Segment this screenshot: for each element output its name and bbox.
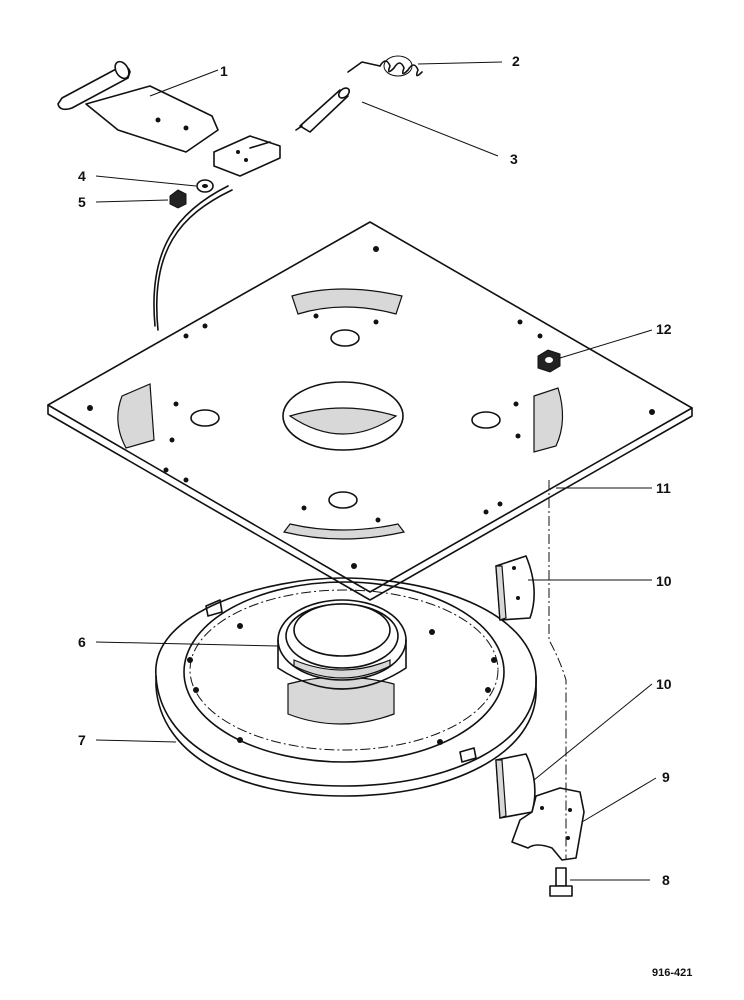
- part-12-nut: [537, 349, 561, 373]
- part-4-washer: [196, 179, 214, 193]
- drawing-number: 916-421: [652, 967, 692, 979]
- callout-1: 1: [220, 63, 228, 79]
- callout-10-lower: 10: [656, 676, 672, 692]
- callout-3: 3: [510, 151, 518, 167]
- part-8-bolt: [549, 867, 573, 897]
- callout-12: 12: [656, 321, 672, 337]
- callout-9: 9: [662, 769, 670, 785]
- callout-10-upper: 10: [656, 573, 672, 589]
- callout-8: 8: [662, 872, 670, 888]
- bracket: [213, 135, 281, 177]
- callout-4: 4: [78, 168, 86, 184]
- part-5-nut: [169, 189, 187, 209]
- part-1-t-handle-lever: [57, 60, 219, 153]
- part-6-collar-ring: [277, 599, 407, 690]
- callout-5: 5: [78, 194, 86, 210]
- callout-7: 7: [78, 732, 86, 748]
- part-10-upper-segment: [495, 555, 535, 621]
- cable: [156, 189, 233, 331]
- part-3-pin: [295, 87, 351, 133]
- callout-6: 6: [78, 634, 86, 650]
- part-10-lower-segment: [495, 753, 536, 819]
- callout-11: 11: [656, 480, 671, 496]
- part-2-spring: [347, 55, 423, 77]
- callout-2: 2: [512, 53, 520, 69]
- assembly-axis: [548, 480, 567, 860]
- leader-lines: [95, 61, 657, 881]
- part-11-square-plate: [47, 221, 693, 601]
